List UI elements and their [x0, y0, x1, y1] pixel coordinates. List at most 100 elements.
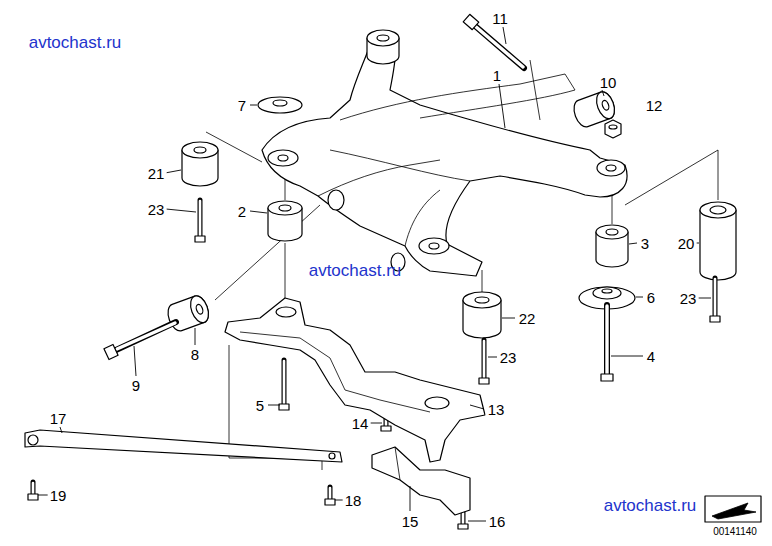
- leader-line: [250, 105, 257, 106]
- bolt: [474, 25, 524, 68]
- bolt: [104, 344, 118, 359]
- callout-number: 19: [48, 488, 69, 503]
- rubber-bushing: [606, 229, 618, 235]
- strut-bar: [25, 430, 342, 462]
- leader-line: [60, 427, 62, 433]
- leader-line: [410, 486, 411, 511]
- bolt: [28, 494, 38, 500]
- nut: [609, 125, 617, 129]
- bolt: [195, 236, 205, 242]
- leader-line: [502, 318, 515, 319]
- rubber-bushing: [268, 201, 302, 215]
- bolt: [475, 26, 523, 67]
- callout-number: 9: [130, 378, 142, 393]
- bolt: [601, 305, 613, 381]
- rear-subframe: [419, 238, 449, 254]
- callout-number: 18: [343, 493, 364, 508]
- bolt: [279, 360, 289, 410]
- rubber-bushing: [475, 297, 489, 303]
- assembly-line: [482, 270, 483, 292]
- rubber-bushing: [165, 293, 212, 333]
- bolt: [279, 404, 289, 410]
- reinforcement-plate: [276, 307, 296, 317]
- bolt: [710, 316, 720, 322]
- bolt: [104, 322, 176, 360]
- callout-number: 23: [678, 291, 699, 306]
- assembly-line: [285, 243, 286, 298]
- reinforcement-plate: [225, 298, 485, 462]
- callout-number: 2: [236, 204, 248, 219]
- drawing-number: 00141140: [711, 527, 759, 537]
- reinforcement-plate: [225, 298, 485, 462]
- rubber-bushing: [593, 89, 618, 121]
- bolt: [604, 305, 610, 376]
- nut: [605, 120, 621, 138]
- bolt: [195, 200, 205, 242]
- rear-subframe: [262, 30, 627, 276]
- rear-subframe: [268, 150, 298, 166]
- bolt: [32, 483, 35, 495]
- bolt: [462, 513, 465, 525]
- rubber-bushing: [601, 100, 610, 111]
- assembly-line: [625, 150, 718, 205]
- leader-line: [611, 356, 643, 357]
- bracket: [372, 447, 470, 515]
- callout-number: 1: [491, 68, 503, 83]
- bolt: [325, 499, 335, 505]
- reinforcement-plate: [425, 397, 449, 409]
- leader-line: [250, 211, 267, 213]
- assembly-line: [215, 205, 320, 300]
- bolt: [283, 361, 286, 405]
- rubber-bushing: [463, 292, 501, 308]
- callout-number: 20: [676, 236, 697, 251]
- bracket: [372, 447, 470, 515]
- callout-number: 12: [644, 98, 665, 113]
- bolt: [714, 279, 717, 317]
- bolt: [710, 278, 720, 322]
- rubber-bushing: [194, 147, 206, 153]
- washer: [273, 100, 287, 106]
- strut-bar: [28, 435, 38, 445]
- leader-line: [468, 521, 486, 522]
- bolt: [713, 278, 718, 318]
- strut-bar: [329, 453, 335, 459]
- callout-number: 23: [146, 202, 167, 217]
- callout-number: 13: [486, 402, 507, 417]
- rear-subframe: [262, 45, 627, 276]
- rear-subframe: [377, 35, 389, 41]
- rubber-bushing: [700, 202, 736, 218]
- callout-number: 23: [498, 350, 519, 365]
- bolt: [381, 426, 391, 431]
- bolt: [463, 14, 479, 29]
- bolt: [28, 482, 38, 500]
- callout-number: 17: [48, 411, 69, 426]
- callout-number: 7: [236, 98, 248, 113]
- bracket: [395, 447, 400, 480]
- callout-number: 4: [645, 349, 657, 364]
- callout-number: 11: [490, 11, 510, 26]
- watermark: avtochast.ru: [602, 497, 699, 514]
- leader-line: [195, 328, 196, 345]
- rubber-bushing: [195, 304, 204, 315]
- rubber-bushing: [700, 210, 736, 280]
- callout-number: 5: [254, 398, 266, 413]
- bolt: [479, 340, 489, 384]
- callout-number: 21: [146, 166, 167, 181]
- bolt: [325, 487, 335, 505]
- bolt: [458, 512, 468, 529]
- washer: [258, 97, 302, 113]
- rear-subframe: [597, 160, 625, 176]
- bolt: [199, 201, 202, 237]
- leader-line: [38, 27, 711, 521]
- rear-subframe: [328, 190, 344, 210]
- watermark: avtochast.ru: [27, 34, 124, 51]
- callout-number: 3: [639, 236, 651, 251]
- bolt: [198, 200, 203, 238]
- callout-number: 10: [598, 75, 619, 90]
- orientation-icon: [705, 496, 761, 522]
- leader-line: [602, 90, 604, 96]
- bolt: [605, 306, 608, 375]
- leader-line: [499, 84, 505, 128]
- callout-number: 16: [487, 514, 508, 529]
- nut: [605, 120, 621, 138]
